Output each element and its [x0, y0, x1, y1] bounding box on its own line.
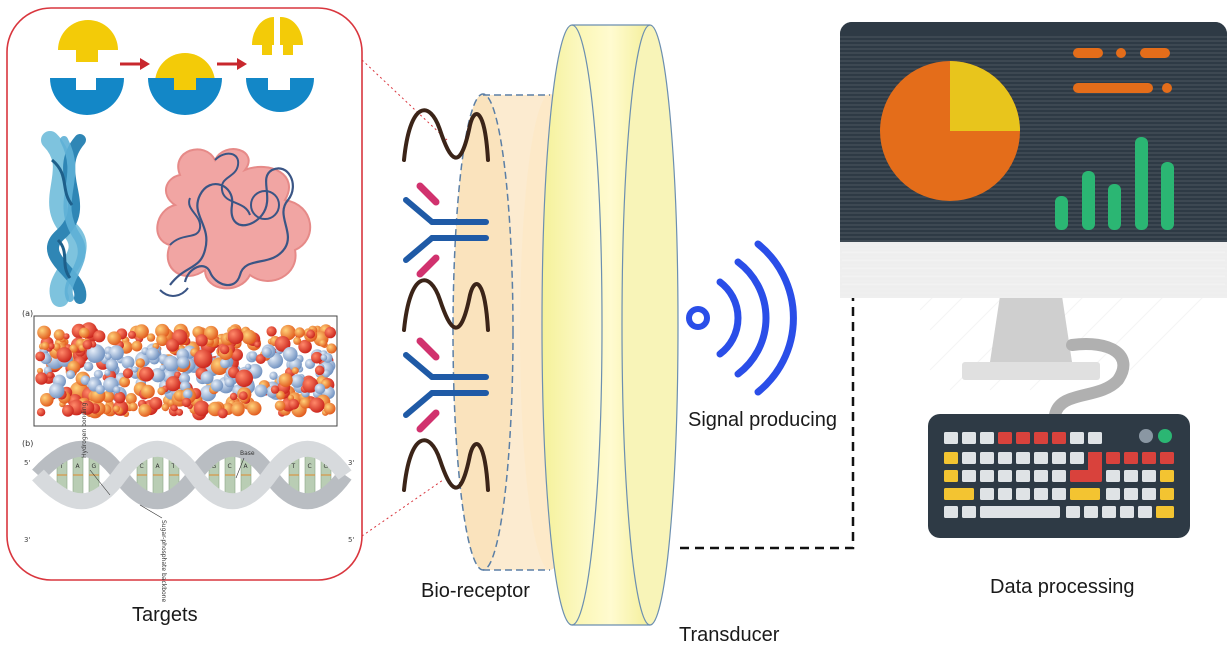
- monitor-stand: [990, 296, 1072, 362]
- hydrogen-bonding-label: Hydrogen bonding: [81, 402, 88, 458]
- panel-label-b: (b): [22, 439, 33, 448]
- dna-base-letter: C: [308, 463, 312, 470]
- antibody-2: [403, 337, 489, 433]
- dna-3-prime-label: 3': [24, 536, 30, 544]
- targets-label: Targets: [132, 604, 198, 626]
- data-connection-line: [680, 220, 1022, 550]
- signal-producing-label: Signal producing: [688, 409, 837, 431]
- dna-base-letter: T: [171, 463, 176, 470]
- space-filling-dna-atoms: [35, 322, 337, 421]
- keyboard-cable: [1049, 338, 1130, 421]
- panel-label-a: (a): [22, 309, 33, 318]
- dna-base-letter: G: [324, 463, 329, 470]
- antibody-1: [403, 182, 489, 278]
- receptor-strand-1: [402, 108, 490, 162]
- backbone-label: Sugar-phosphate backbone: [160, 520, 167, 603]
- data-processing-label: Data processing: [990, 576, 1135, 598]
- receptor-strands: [402, 108, 490, 492]
- computer-illustration: [840, 22, 1227, 538]
- dna-base-letter: T: [59, 463, 64, 470]
- bio-receptor-label: Bio-receptor: [421, 580, 530, 602]
- lock-and-key-illustration: [50, 16, 314, 115]
- dna-base-letter: A: [76, 463, 81, 470]
- keyboard-keys: [944, 432, 1174, 518]
- signal-waves-icon: [686, 240, 797, 396]
- dna-base-letter: T: [291, 463, 296, 470]
- targets-panel: (a) (b) T A G C A T G C A T C G 5' 3' 3' 5' Hydroge…: [6, 7, 448, 603]
- zoom-connector-top: [361, 59, 448, 141]
- screen-pie-slice: [950, 61, 1020, 131]
- receptor-strand-3: [402, 438, 490, 492]
- screen-bar-chart: [1055, 137, 1174, 230]
- dna-double-helix-illustration: T A G C A T G C A T C G 5' 3' 3' 5' Hydrogen bondin…: [24, 402, 354, 602]
- zoom-connector-bottom: [361, 479, 444, 537]
- monitor-base: [962, 362, 1100, 380]
- globular-protein-illustration: [156, 148, 312, 297]
- dna-base-letter: C: [140, 463, 144, 470]
- targets-panel-border: [6, 7, 363, 581]
- dna-base-letter: G: [212, 463, 217, 470]
- dna-5-prime-label-right: 5': [348, 536, 354, 544]
- receptor-strand-2: [402, 278, 490, 332]
- transducer-disc: [541, 24, 679, 626]
- base-label: Base: [240, 450, 255, 457]
- dna-base-letter: C: [228, 463, 232, 470]
- transducer-label: Transducer: [679, 624, 780, 646]
- dna-base-letter: G: [92, 463, 97, 470]
- dna-base-letter: A: [244, 463, 249, 470]
- dna-base-letter: A: [156, 463, 161, 470]
- dna-3-prime-label-right: 3': [348, 459, 354, 467]
- dna-5-prime-label: 5': [24, 459, 30, 467]
- protein-helix-illustration: [41, 131, 87, 307]
